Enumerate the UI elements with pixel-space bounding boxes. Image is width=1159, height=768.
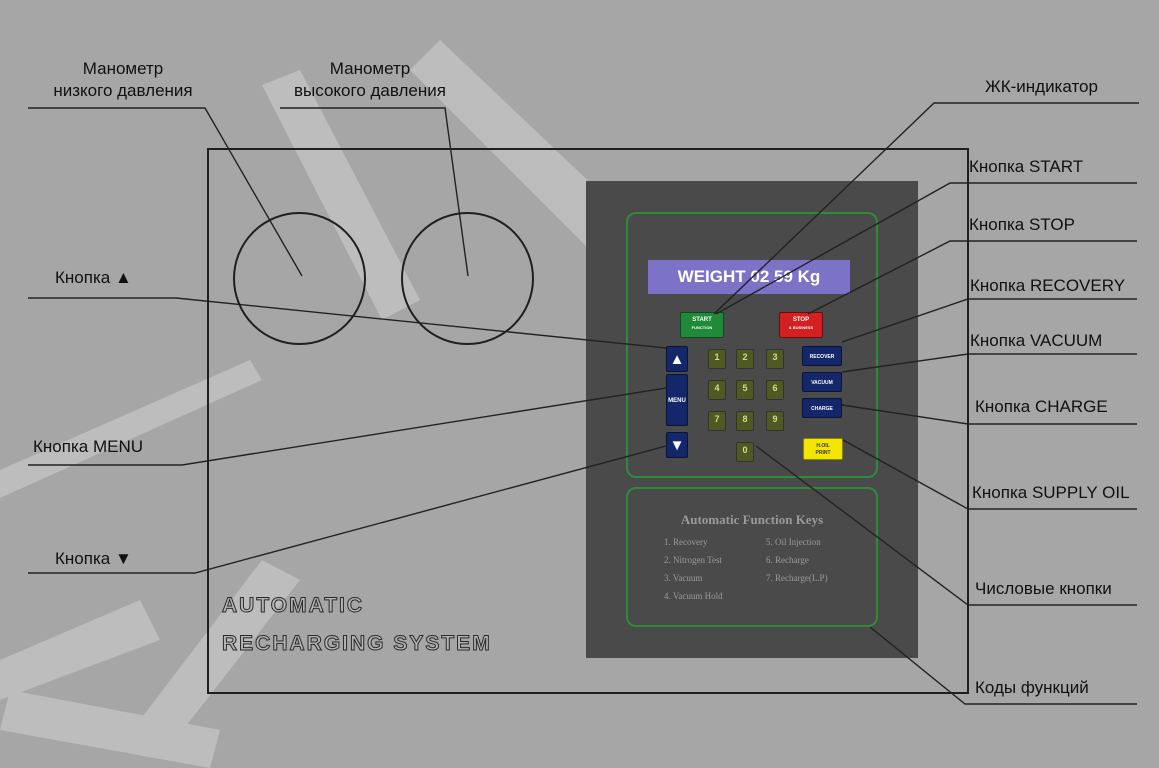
- function-key-item: 2. Nitrogen Test: [664, 555, 722, 565]
- leader-start: [715, 182, 1137, 315]
- key-3[interactable]: 3: [766, 349, 784, 369]
- start-label: Кнопка START: [969, 157, 1084, 176]
- stop-button[interactable]: STOP & BUSINESS: [779, 312, 823, 338]
- leader-low-gauge: [28, 107, 303, 277]
- leader-numeric: [755, 445, 1137, 606]
- leader-charge: [841, 404, 1137, 425]
- leader-codes: [869, 626, 1137, 705]
- charge-label: Кнопка CHARGE: [975, 397, 1108, 416]
- key-1[interactable]: 1: [708, 349, 726, 369]
- oil-button-label: H.OIL: [816, 443, 830, 449]
- function-key-item: 1. Recovery: [664, 537, 708, 547]
- leader-down: [28, 445, 667, 574]
- key-9[interactable]: 9: [766, 411, 784, 431]
- function-key-item: 6. Recharge: [766, 555, 809, 565]
- start-button[interactable]: START FUNCTION: [680, 312, 724, 338]
- keypad-frame: [626, 212, 878, 478]
- key-7[interactable]: 7: [708, 411, 726, 431]
- leader-vacuum: [841, 353, 1137, 373]
- stop-label: Кнопка STOP: [969, 215, 1075, 234]
- low-pressure-gauge: [233, 212, 366, 345]
- vacuum-button[interactable]: VACUUM: [802, 372, 842, 392]
- supply-oil-label: Кнопка SUPPLY OIL: [972, 483, 1130, 502]
- key-4[interactable]: 4: [708, 380, 726, 400]
- charge-button[interactable]: CHARGE: [802, 398, 842, 418]
- function-key-item: 3. Vacuum: [664, 573, 703, 583]
- leader-menu: [28, 387, 667, 466]
- leader-stop: [807, 240, 1137, 315]
- stop-button-label: STOP: [792, 317, 810, 323]
- start-button-sub: FUNCTION: [691, 325, 713, 330]
- leader-high-gauge: [280, 107, 469, 277]
- brand-line-1: AUTOMATIC: [221, 594, 365, 618]
- lcd-display: WEIGHT 02 59 Kg: [648, 260, 850, 294]
- up-label: Кнопка ▲: [55, 268, 132, 287]
- menu-label: Кнопка MENU: [33, 437, 143, 456]
- menu-button[interactable]: MENU: [666, 374, 688, 426]
- leader-up: [28, 297, 667, 349]
- lcd-label: ЖК-индикатор: [985, 77, 1098, 96]
- numeric-label: Числовые кнопки: [975, 579, 1112, 598]
- codes-label: Коды функций: [975, 678, 1089, 697]
- function-key-item: 7. Recharge(L.P): [766, 573, 828, 583]
- function-key-item: 4. Vacuum Hold: [664, 591, 723, 601]
- down-button[interactable]: ▼: [666, 432, 688, 458]
- high-pressure-gauge: [401, 212, 534, 345]
- up-button[interactable]: ▲: [666, 346, 688, 372]
- leader-supply-oil: [842, 439, 1137, 510]
- key-5[interactable]: 5: [736, 380, 754, 400]
- key-6[interactable]: 6: [766, 380, 784, 400]
- device-body: [207, 148, 969, 694]
- down-label: Кнопка ▼: [55, 549, 132, 568]
- recovery-label: Кнопка RECOVERY: [970, 276, 1126, 295]
- oil-button-sub: PRINT: [815, 450, 831, 456]
- function-keys-frame: [626, 487, 878, 627]
- key-8[interactable]: 8: [736, 411, 754, 431]
- stop-button-sub: & BUSINESS: [788, 325, 814, 330]
- supply-oil-button[interactable]: H.OIL PRINT: [803, 438, 843, 460]
- function-key-item: 5. Oil Injection: [766, 537, 821, 547]
- key-2[interactable]: 2: [736, 349, 754, 369]
- leader-recovery: [841, 298, 1137, 343]
- vacuum-label: Кнопка VACUUM: [970, 331, 1103, 350]
- recover-button[interactable]: RECOVER: [802, 346, 842, 366]
- function-keys-title: Automatic Function Keys: [680, 512, 824, 527]
- start-button-label: START: [692, 317, 712, 323]
- high-gauge-label: Манометр высокого давления: [294, 59, 446, 100]
- brand-line-2: RECHARGING SYSTEM: [222, 632, 492, 656]
- low-gauge-label: Манометр низкого давления: [53, 59, 193, 100]
- leader-lcd: [713, 102, 1139, 315]
- key-0[interactable]: 0: [736, 442, 754, 462]
